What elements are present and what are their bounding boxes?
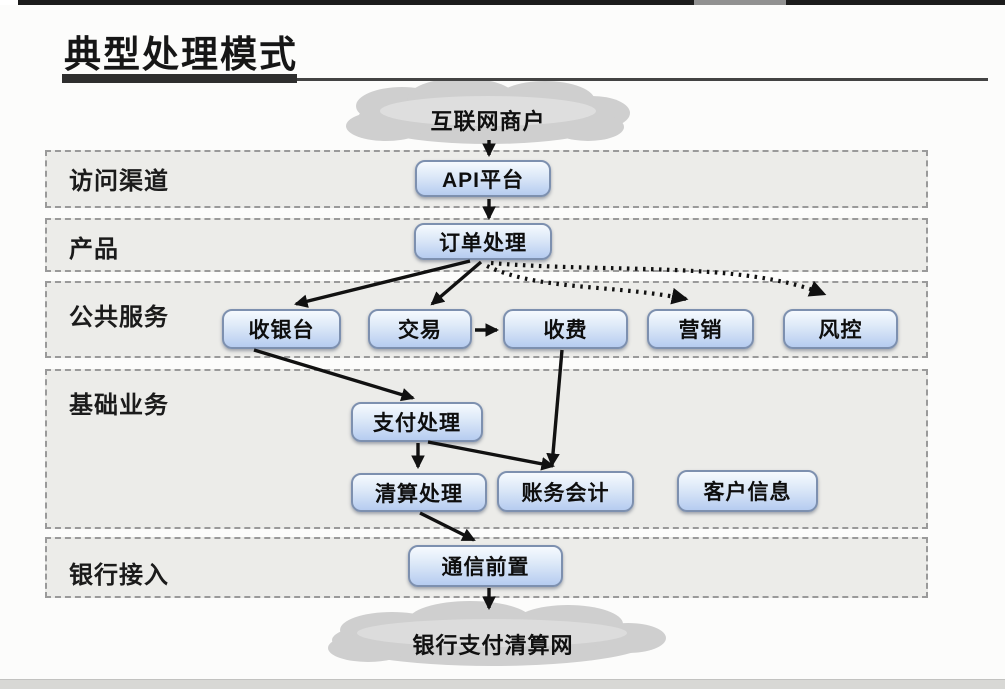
node-comm-frontend: 通信前置 — [408, 545, 563, 587]
node-label: 客户信息 — [703, 481, 792, 504]
bank-clearing-network-cloud: 银行支付清算网 — [412, 633, 574, 658]
band-label: 访问渠道 — [69, 168, 169, 195]
top-edge-bar-right — [786, 0, 1005, 5]
band-label: 公共服务 — [69, 304, 169, 331]
node-label: 收费 — [543, 319, 588, 342]
node-customer-info: 客户信息 — [677, 470, 818, 512]
node-settlement-processing: 清算处理 — [351, 473, 487, 512]
node-marketing: 营销 — [647, 309, 754, 349]
node-api-platform: API平台 — [415, 160, 551, 197]
band-label: 产品 — [69, 236, 119, 263]
top-cloud-highlight — [380, 96, 596, 126]
internet-merchant-cloud: 互联网商户 — [430, 109, 546, 134]
node-order-processing: 订单处理 — [414, 223, 552, 260]
node-transaction: 交易 — [368, 309, 472, 349]
node-label: 交易 — [398, 319, 442, 342]
band-label: 银行接入 — [69, 562, 169, 589]
node-label: 账务会计 — [521, 481, 610, 505]
node-label: 收银台 — [248, 319, 315, 342]
node-payment-processing: 支付处理 — [351, 402, 483, 442]
node-accounting: 账务会计 — [497, 471, 634, 512]
node-label: 营销 — [678, 319, 723, 342]
title-underline-thin — [62, 78, 988, 81]
node-label: 风控 — [818, 319, 863, 342]
node-label: 清算处理 — [375, 482, 463, 506]
node-label: API平台 — [441, 168, 524, 192]
band-label: 基础业务 — [69, 392, 169, 419]
top-edge-bar-gap — [694, 0, 786, 5]
page-title: 典型处理模式 — [64, 34, 298, 75]
bottom-cloud-highlight — [357, 619, 627, 647]
node-cashier: 收银台 — [222, 309, 341, 349]
bottom-edge-bar — [0, 679, 1005, 689]
node-label: 支付处理 — [373, 412, 461, 435]
top-edge-bar-left — [18, 0, 694, 5]
node-label: 订单处理 — [439, 231, 527, 255]
title-underline-thick — [62, 74, 297, 83]
node-charging: 收费 — [503, 309, 628, 349]
node-risk-control: 风控 — [783, 309, 898, 349]
node-label: 通信前置 — [441, 556, 530, 579]
